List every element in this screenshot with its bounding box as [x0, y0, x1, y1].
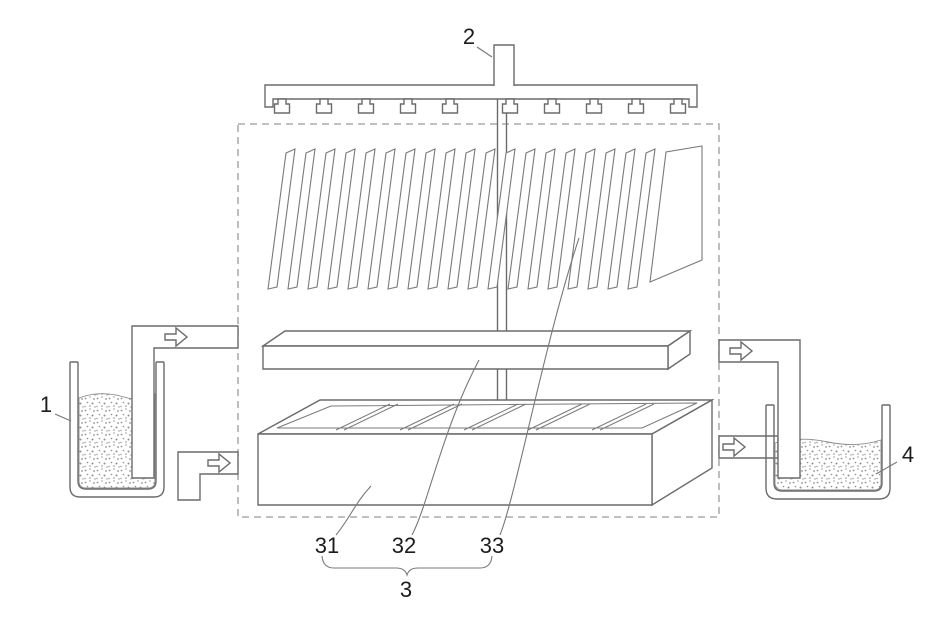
label-feed-tank: 1	[40, 392, 52, 417]
right-tank-assembly	[718, 339, 891, 500]
spray-assembly	[264, 44, 698, 114]
left-lower-pipe	[177, 451, 239, 501]
nozzle-icon	[669, 98, 687, 114]
left-tank-inner-wall	[77, 362, 157, 490]
nozzle-icon	[357, 98, 375, 114]
label-assembly: 3	[400, 577, 412, 602]
right-tank-outer-wall	[765, 405, 891, 500]
slab-front-face	[262, 345, 669, 370]
nozzle-icon	[627, 98, 645, 114]
nozzle-icon	[315, 98, 333, 114]
plate-stack	[267, 145, 703, 290]
collection-box	[257, 398, 715, 507]
nozzle-icon	[543, 98, 561, 114]
box-top-inset-border	[276, 402, 698, 429]
leader-plate-stack	[499, 237, 580, 536]
label-plate-stack: 33	[480, 533, 504, 558]
box-top-partitions	[335, 403, 655, 431]
nozzle-icon	[399, 98, 417, 114]
nozzle-icon	[273, 98, 291, 114]
box-front-face	[257, 433, 653, 506]
right-tank-inner-wall	[773, 405, 883, 492]
label-spray-inlet: 2	[463, 24, 475, 49]
right-outlet-pipe	[718, 339, 801, 479]
spray-manifold	[264, 84, 698, 108]
annotations: 1 2 31 32 33 3 4	[40, 24, 914, 602]
nozzle-icon	[585, 98, 603, 114]
leader-distribution-plate	[411, 359, 480, 536]
distribution-plate	[260, 329, 693, 371]
enclosure-dashed-border	[237, 123, 720, 518]
label-collection-box: 31	[315, 533, 339, 558]
left-tank-outer-wall	[69, 362, 165, 498]
enclosure	[237, 123, 720, 518]
left-riser-pipe	[131, 325, 239, 479]
label-receiving-tank: 4	[902, 442, 914, 467]
leader-feed-tank	[54, 413, 72, 422]
label-distribution-plate: 32	[392, 533, 416, 558]
spray-inlet-riser	[493, 44, 515, 86]
nozzle-icon	[441, 98, 459, 114]
leader-receiving-tank	[875, 461, 898, 475]
left-tank-assembly	[69, 325, 239, 501]
right-tank-content	[774, 438, 882, 491]
end-plate-face	[649, 145, 703, 283]
assembly-brace	[321, 555, 493, 577]
leader-spray-inlet	[476, 46, 493, 58]
leader-collection-box	[335, 485, 372, 536]
slab-top-face	[260, 330, 693, 347]
nozzle-icon	[501, 98, 519, 114]
